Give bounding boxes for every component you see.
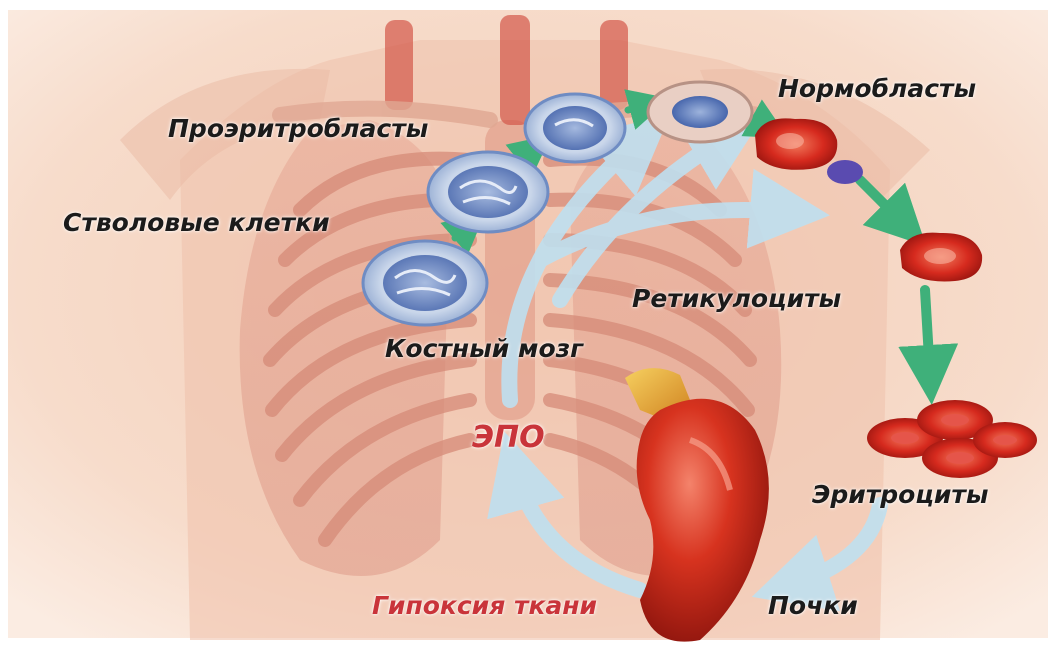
normoblast bbox=[648, 82, 752, 142]
reticulocyte-cell bbox=[900, 233, 982, 282]
stem-cell bbox=[363, 241, 487, 325]
label-bone-marrow: Костный мозг bbox=[385, 334, 583, 363]
label-normoblasts: Нормобласты bbox=[778, 74, 976, 103]
label-erythrocytes: Эритроциты bbox=[812, 480, 988, 509]
proerythroblast bbox=[525, 94, 625, 162]
extruded-nucleus bbox=[827, 160, 863, 184]
stem-cell-2 bbox=[428, 152, 548, 232]
label-reticulocytes: Ретикулоциты bbox=[632, 284, 841, 313]
label-kidneys: Почки bbox=[768, 591, 858, 620]
label-epo: ЭПО bbox=[472, 420, 545, 455]
label-proerythroblasts: Проэритробласты bbox=[168, 114, 428, 143]
late-normoblast bbox=[755, 118, 837, 169]
label-stem-cells: Стволовые клетки bbox=[63, 208, 330, 237]
label-tissue-hypoxia: Гипоксия ткани bbox=[372, 591, 597, 620]
